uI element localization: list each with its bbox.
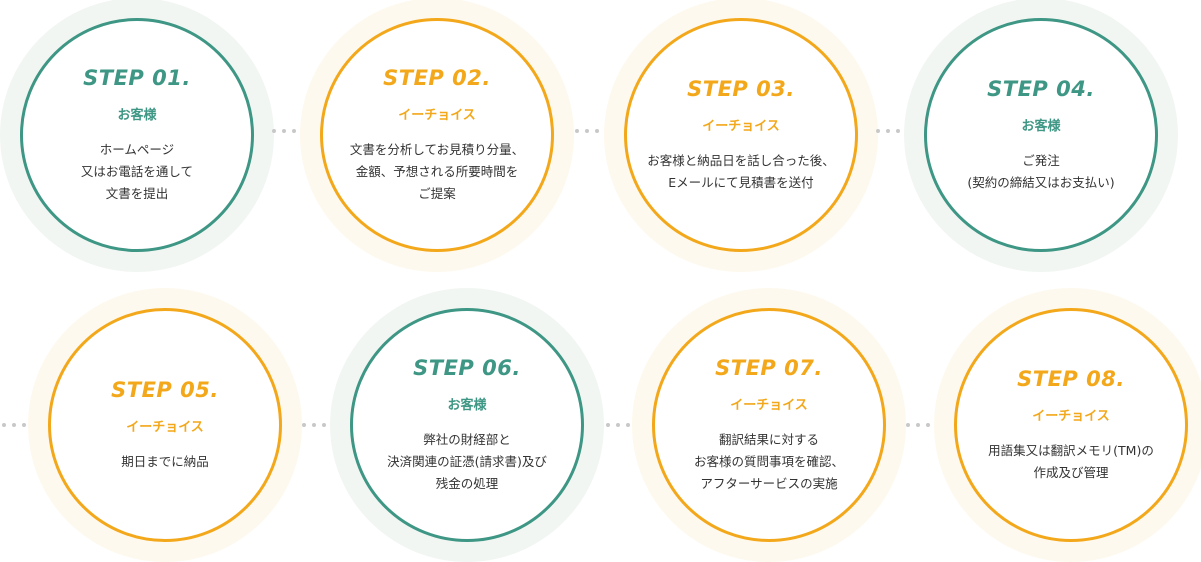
step-06-title: STEP 06. — [413, 355, 521, 380]
step-01-actor: お客様 — [117, 107, 157, 123]
step-02-title: STEP 02. — [383, 65, 491, 90]
step-03: STEP 03. イーチョイス お客様と納品日を話し合った後、 Eメールにて見積… — [604, 0, 878, 272]
step-04: STEP 04. お客様 ご発注 (契約の締結又はお支払い) — [904, 0, 1178, 272]
step-04-actor: お客様 — [1021, 118, 1061, 134]
step-02: STEP 02. イーチョイス 文書を分析してお見積り分量、 金額、予想される所… — [300, 0, 574, 272]
step-06-circle: STEP 06. お客様 弊社の財経部と 決済関連の証憑(請求書)及び 残金の処… — [350, 308, 584, 542]
step-07-actor: イーチョイス — [730, 397, 808, 413]
step-02-description: 文書を分析してお見積り分量、 金額、予想される所要時間を ご提案 — [349, 141, 525, 201]
step-03-title: STEP 03. — [687, 76, 795, 101]
step-06-description: 弊社の財経部と 決済関連の証憑(請求書)及び 残金の処理 — [387, 431, 547, 491]
step-08-circle: STEP 08. イーチョイス 用語集又は翻訳メモリ(TM)の 作成及び管理 — [954, 308, 1188, 542]
step-01-title: STEP 01. — [83, 65, 191, 90]
step-08-actor: イーチョイス — [1032, 408, 1110, 424]
step-01-description: ホームページ 又はお電話を通して 文書を提出 — [80, 141, 194, 201]
step-04-title: STEP 04. — [987, 76, 1095, 101]
step-04-circle: STEP 04. お客様 ご発注 (契約の締結又はお支払い) — [924, 18, 1158, 252]
step-05-actor: イーチョイス — [126, 419, 204, 435]
step-03-description: お客様と納品日を話し合った後、 Eメールにて見積書を送付 — [647, 152, 835, 190]
step-03-actor: イーチョイス — [702, 118, 780, 134]
connector-dots — [272, 129, 296, 133]
step-01-circle: STEP 01. お客様 ホームページ 又はお電話を通して 文書を提出 — [20, 18, 254, 252]
connector-dots — [906, 423, 930, 427]
connector-dots — [302, 423, 326, 427]
step-08: STEP 08. イーチョイス 用語集又は翻訳メモリ(TM)の 作成及び管理 — [934, 288, 1201, 562]
connector-dots — [575, 129, 599, 133]
step-04-description: ご発注 (契約の締結又はお支払い) — [967, 152, 1115, 190]
connector-dots — [2, 423, 26, 427]
step-05-title: STEP 05. — [111, 377, 219, 402]
step-05: STEP 05. イーチョイス 期日までに納品 — [28, 288, 302, 562]
connector-dots — [876, 129, 900, 133]
step-08-title: STEP 08. — [1017, 366, 1125, 391]
step-07-circle: STEP 07. イーチョイス 翻訳結果に対する お客様の質問事項を確認、 アフ… — [652, 308, 886, 542]
connector-dots — [606, 423, 630, 427]
step-08-description: 用語集又は翻訳メモリ(TM)の 作成及び管理 — [988, 442, 1154, 480]
step-05-description: 期日までに納品 — [121, 453, 209, 469]
step-02-circle: STEP 02. イーチョイス 文書を分析してお見積り分量、 金額、予想される所… — [320, 18, 554, 252]
step-07-title: STEP 07. — [715, 355, 823, 380]
step-01: STEP 01. お客様 ホームページ 又はお電話を通して 文書を提出 — [0, 0, 274, 272]
step-06: STEP 06. お客様 弊社の財経部と 決済関連の証憑(請求書)及び 残金の処… — [330, 288, 604, 562]
step-06-actor: お客様 — [447, 397, 487, 413]
step-03-circle: STEP 03. イーチョイス お客様と納品日を話し合った後、 Eメールにて見積… — [624, 18, 858, 252]
step-07-description: 翻訳結果に対する お客様の質問事項を確認、 アフターサービスの実施 — [693, 431, 844, 491]
step-07: STEP 07. イーチョイス 翻訳結果に対する お客様の質問事項を確認、 アフ… — [632, 288, 906, 562]
step-02-actor: イーチョイス — [398, 107, 476, 123]
step-05-circle: STEP 05. イーチョイス 期日までに納品 — [48, 308, 282, 542]
